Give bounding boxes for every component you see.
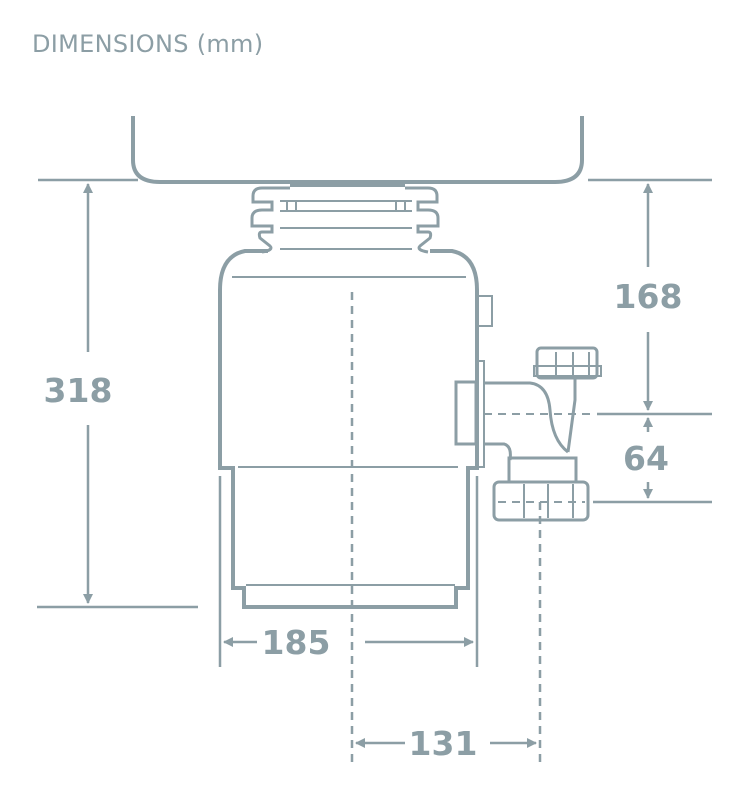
dim-center-to-trap: 131 xyxy=(409,724,478,763)
unit-body xyxy=(218,249,479,609)
dim-overall-height: 318 xyxy=(44,371,113,410)
dim-outlet-to-trap: 64 xyxy=(623,439,669,478)
dim-sink-to-outlet: 168 xyxy=(614,277,683,316)
outlet-flange xyxy=(454,380,478,446)
side-tab xyxy=(477,295,493,327)
diagram-title: DIMENSIONS (mm) xyxy=(32,30,264,58)
sink-outline xyxy=(131,116,584,184)
sink-flange xyxy=(290,180,405,187)
mount-collar xyxy=(250,186,290,254)
trap-top-cap xyxy=(535,346,599,380)
trap-pipe xyxy=(484,378,577,461)
dim-body-width: 185 xyxy=(262,623,331,662)
